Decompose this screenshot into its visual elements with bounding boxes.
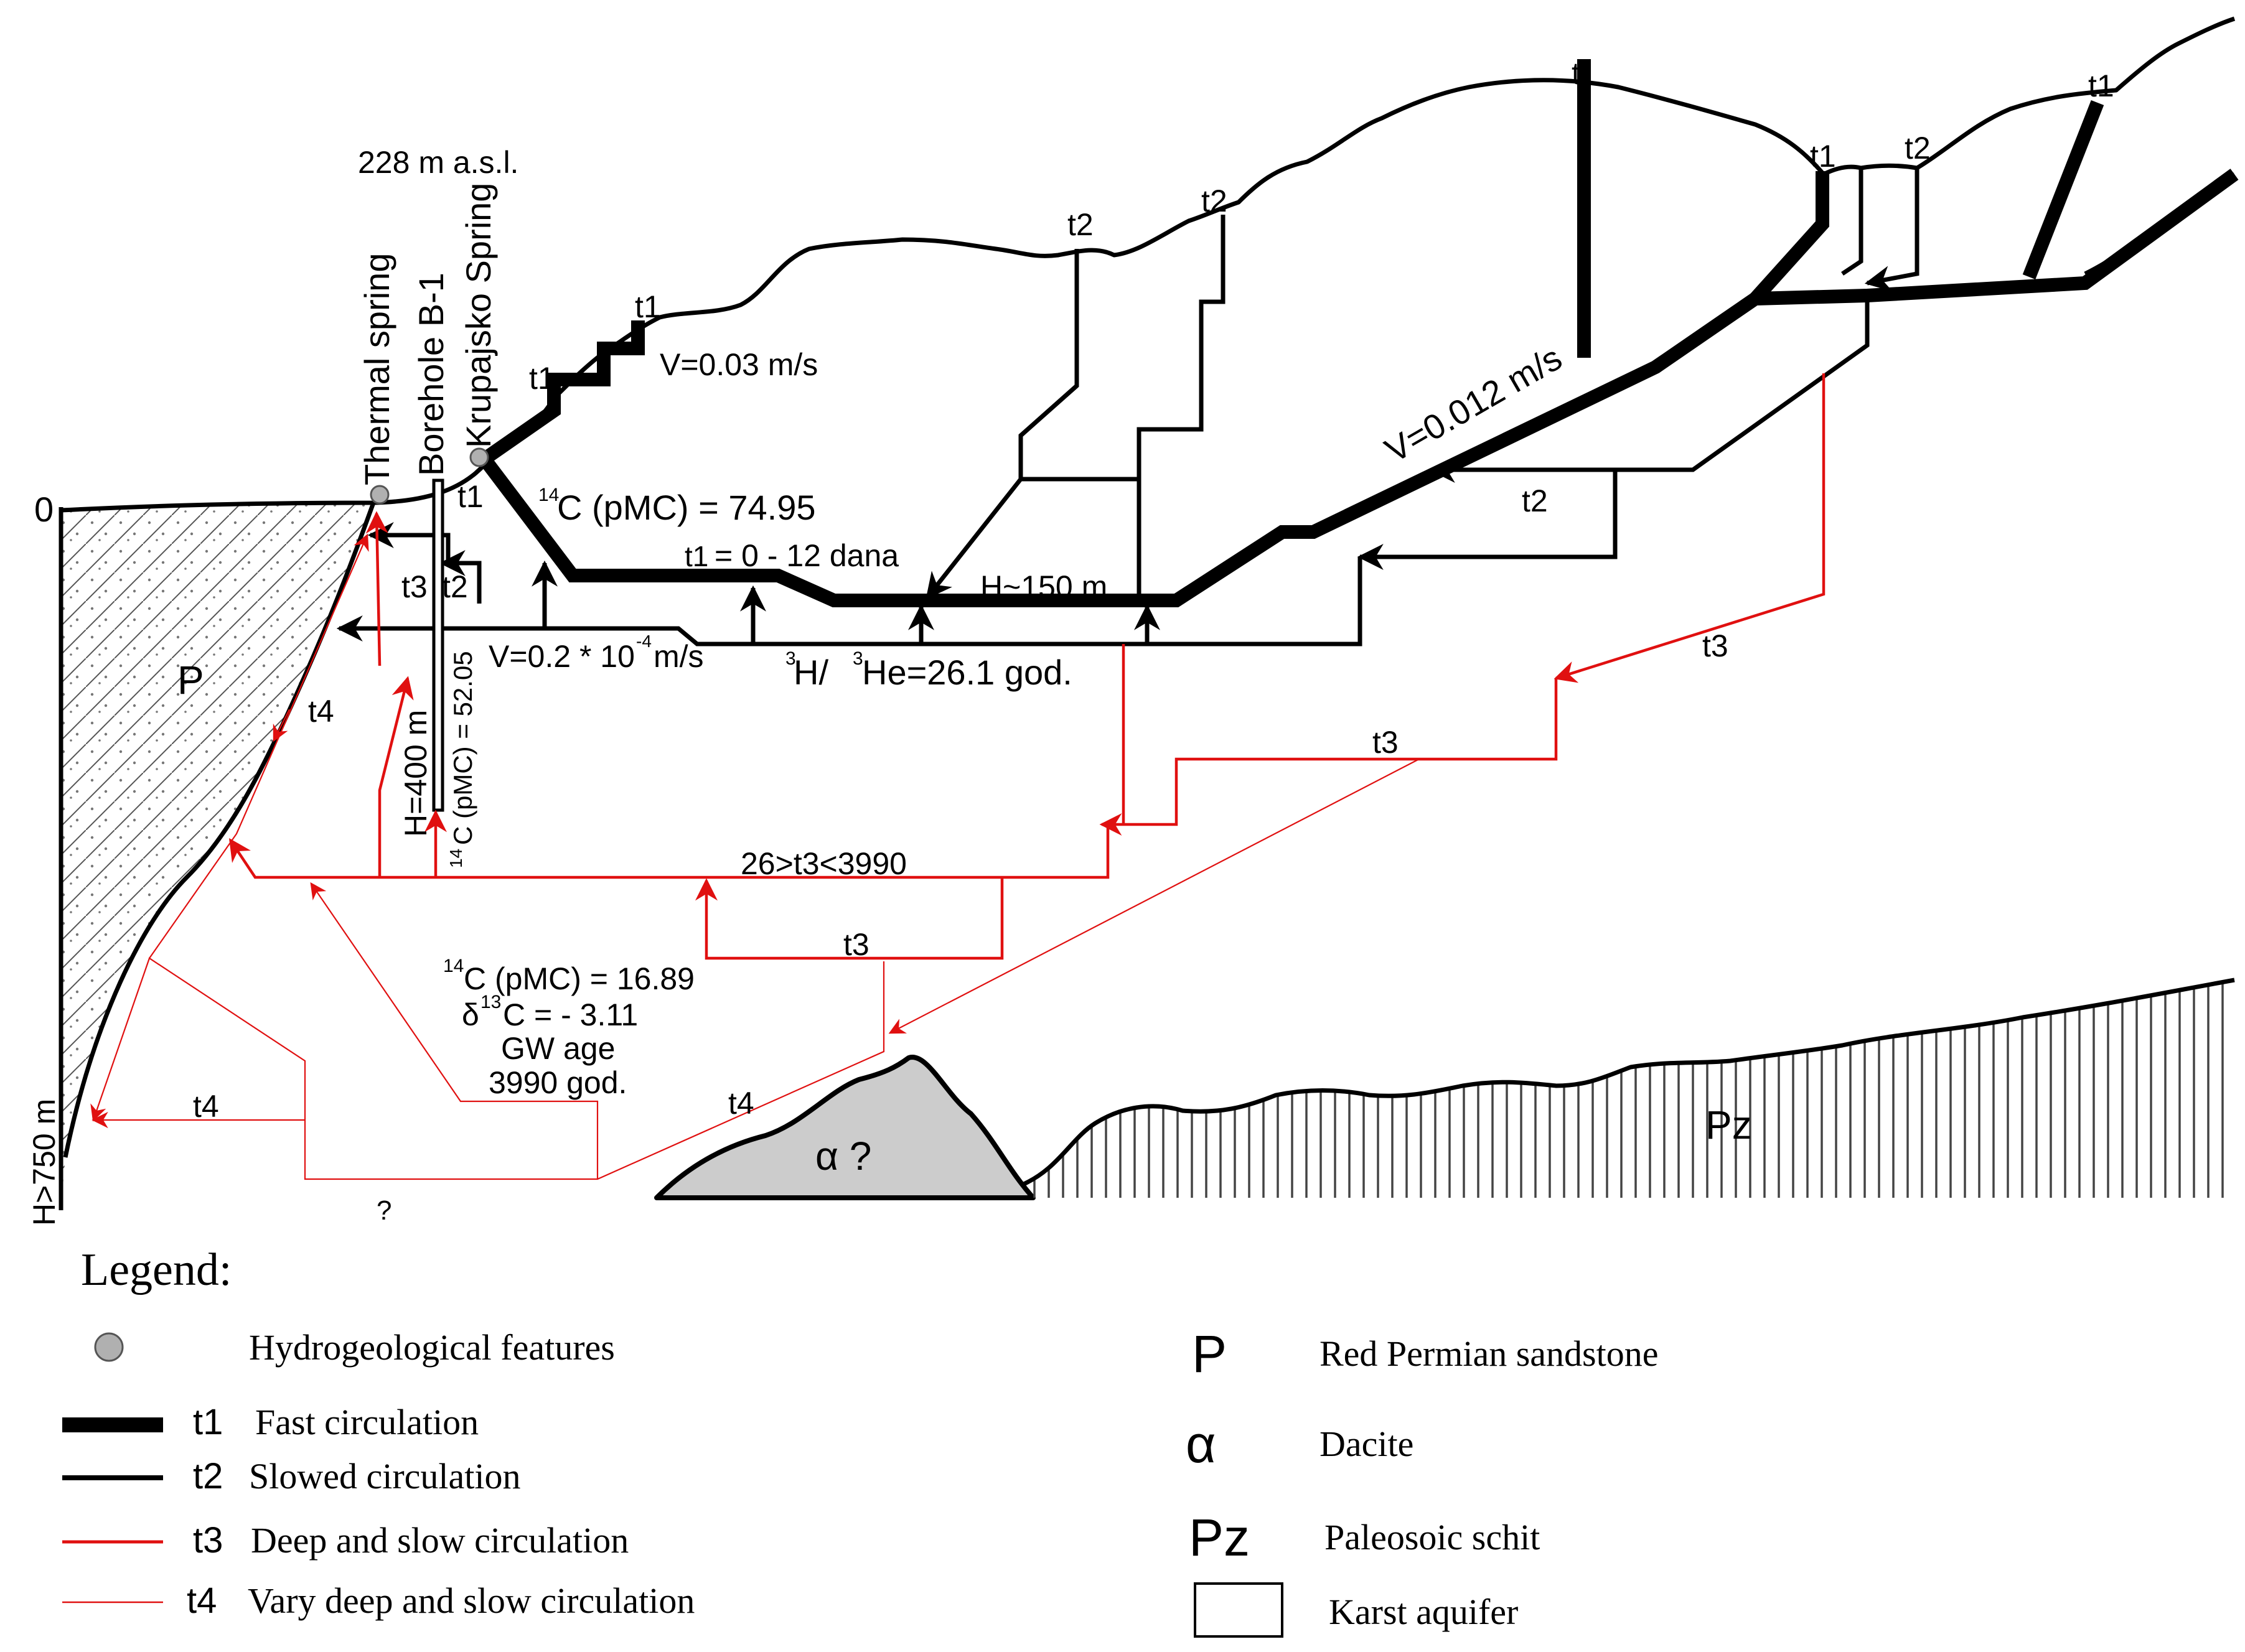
legend-item-slowed: Slowed circulation [249, 1456, 521, 1496]
legend-code-t3: t3 [193, 1520, 223, 1561]
delta-symbol: δ [462, 997, 479, 1032]
thermal-spring-label: Thermal spring [357, 253, 396, 485]
c14-7495-label: C (pMC) = 74.95 [557, 488, 816, 527]
t3-label-d: t3 [843, 927, 869, 962]
t2-label-d: t2 [1522, 483, 1548, 518]
he-ratio-a: H/ [794, 653, 828, 692]
question-label: ? [377, 1195, 391, 1226]
legend-feature-swatch [94, 1332, 124, 1362]
legend-symbol-alpha: α [1186, 1415, 1216, 1473]
t2-label-c: t2 [1067, 207, 1094, 242]
permian-sandstone-body [59, 502, 376, 1210]
t3-label-b: t3 [1702, 628, 1728, 663]
elevation-label: 228 m a.s.l. [358, 145, 518, 180]
c14-5205-label: C (pMC) = 52.05 [448, 651, 477, 845]
range-t3-label: 26>t3<3990 [741, 846, 907, 881]
legend-item-karst: Karst aquifer [1329, 1592, 1518, 1632]
c14-7495-sup: 14 [538, 485, 559, 505]
legend-code-t2: t2 [193, 1456, 223, 1496]
legend-item-dacite: Dacite [1319, 1424, 1413, 1464]
t3-label-c: t3 [1372, 725, 1399, 760]
borehole-label: Borehole B-1 [411, 273, 451, 476]
t1-label-a: t1 [1572, 56, 1598, 91]
legend-symbol-pz: Pz [1189, 1508, 1250, 1567]
t3-label-a: t3 [401, 569, 428, 604]
t4-label-a: t4 [308, 694, 334, 729]
t4-label-c: t4 [728, 1086, 754, 1121]
permian-label: P [177, 658, 204, 702]
dacite-body [654, 1055, 1036, 1200]
pz-label: Pz [1705, 1103, 1752, 1147]
slowed-circulation-lines [336, 168, 1919, 646]
h150-label: H~150 m [980, 569, 1107, 604]
he-ratio-b: He=26.1 god. [862, 653, 1072, 692]
zero-label: 0 [34, 490, 54, 529]
legend-item-deep: Deep and slow circulation [251, 1520, 629, 1561]
krupajsko-spring-point [469, 447, 489, 467]
fast-circulation-lines [478, 59, 2239, 607]
t1-range-t: t1 [685, 540, 708, 572]
d13-sup: 13 [480, 992, 501, 1012]
c14-5205-sup: 14 [446, 849, 466, 868]
t2-label-b: t2 [1201, 184, 1227, 218]
paleozoic-schist-body [1019, 978, 2235, 1198]
t1-label-e: t1 [529, 361, 555, 396]
legend-item-fast: Fast circulation [255, 1402, 479, 1442]
t4-label-b: t4 [193, 1089, 219, 1124]
c14-1689-sup: 14 [443, 956, 464, 976]
legend-item-very-deep: Vary deep and slow circulation [248, 1580, 695, 1621]
v02-sup: -4 [636, 632, 652, 651]
h750-label: H>750 m [27, 1099, 62, 1226]
t2-label-a: t2 [1905, 131, 1931, 166]
dacite-label: α ? [815, 1134, 871, 1178]
legend-symbol-p: P [1192, 1325, 1227, 1383]
he-sup-2: 3 [853, 648, 863, 669]
legend-item-features: Hydrogeological features [249, 1327, 615, 1368]
t1-label-b: t1 [2088, 68, 2114, 103]
v02-unit: m/s [654, 639, 704, 674]
d13c-label: C = - 3.11 [503, 997, 638, 1032]
borehole-b1 [432, 478, 444, 812]
v02-label: V=0.2 * 10 [489, 639, 635, 674]
v003-label: V=0.03 m/s [660, 347, 818, 382]
legend-item-permian: Red Permian sandstone [1319, 1333, 1658, 1374]
c14-1689-label: C (pMC) = 16.89 [464, 961, 695, 996]
legend-item-schist: Paleosoic schit [1324, 1517, 1540, 1557]
t1-label-f: t1 [457, 479, 484, 514]
legend-code-t1: t1 [193, 1402, 223, 1442]
deep-circulation-lines [229, 373, 1826, 960]
t1-label-d: t1 [635, 289, 661, 324]
krupajsko-spring-label: Krupajsko Spring [459, 183, 498, 448]
gw-age-value: 3990 god. [489, 1065, 627, 1100]
t2-label-e: t2 [442, 569, 468, 604]
h400-label: H=400 m [398, 710, 433, 837]
legend-karst-swatch [1194, 1582, 1283, 1638]
t1-label-c: t1 [1810, 139, 1836, 174]
he-sup-1: 3 [785, 648, 796, 669]
thermal-spring-point [370, 485, 390, 505]
gw-age-label: GW age [501, 1031, 615, 1066]
t1-range-label: = 0 - 12 dana [715, 538, 899, 573]
legend-code-t4: t4 [187, 1580, 217, 1621]
legend: Legend: Hydrogeological features t1 Fast… [62, 1244, 1658, 1638]
very-deep-circulation-lines [90, 533, 1420, 1180]
time-code-labels: t1 t1 t1 t1 t1 t1 t2 t2 t2 t2 t2 t3 t3 t… [193, 56, 2114, 1124]
legend-title: Legend: [81, 1244, 232, 1295]
